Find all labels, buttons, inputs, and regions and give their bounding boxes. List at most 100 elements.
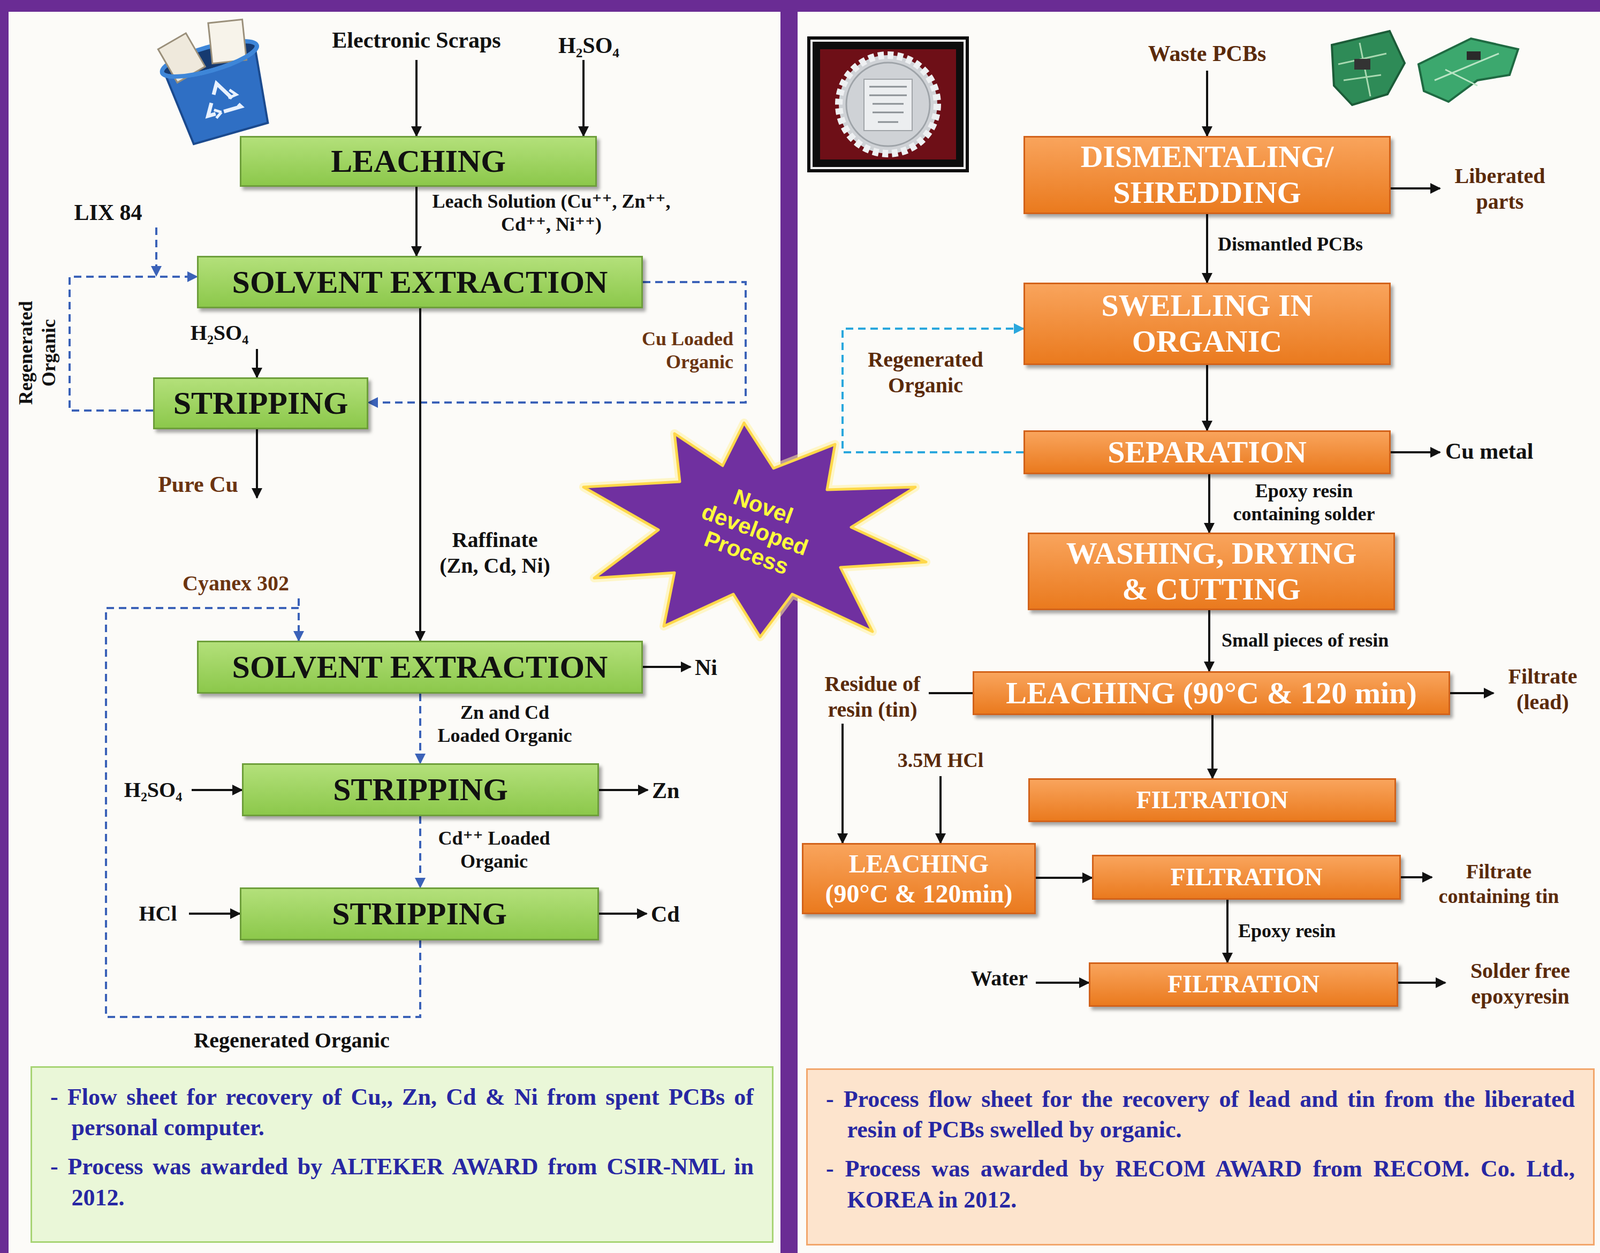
box-label: LEACHING (90°C & 120min) [821, 848, 1016, 908]
connector [1211, 715, 1214, 779]
box-label: FILTRATION [1170, 863, 1323, 892]
process-box: FILTRATION [1028, 778, 1397, 823]
starburst-shape [583, 422, 927, 638]
caption-text: - Flow sheet for recovery of Cu,, Zn, Cd… [50, 1081, 754, 1143]
leader-arrow [939, 776, 942, 844]
process-box: FILTRATION [1092, 854, 1401, 900]
box-label: FILTRATION [1136, 786, 1289, 815]
process-box: STRIPPING [239, 887, 599, 941]
leader-arrow [188, 912, 240, 915]
connector [1208, 610, 1211, 672]
process-box: WASHING, DRYING & CUTTING [1027, 532, 1395, 611]
connector [1206, 365, 1209, 431]
leader-arrow [1390, 187, 1440, 190]
left-panel [8, 11, 781, 1253]
caption-text: - Process was awarded by RECOM AWARD fro… [825, 1153, 1575, 1215]
box-label: DISMENTALING/ SHREDDING [1046, 139, 1368, 211]
box-label: SWELLING IN ORGANIC [1046, 287, 1368, 360]
connector [842, 328, 1024, 453]
process-box: DISMENTALING/ SHREDDING [1023, 135, 1391, 215]
box-label: SOLVENT EXTRACTION [232, 263, 609, 301]
pcb-scrap-photo [1331, 31, 1519, 105]
caption-box: - Process flow sheet for the recovery of… [806, 1068, 1595, 1246]
edge-label: Regenerated Organic [179, 1027, 405, 1054]
leader-arrow [598, 912, 647, 915]
starburst-glow [583, 422, 927, 638]
box-label: LEACHING [330, 142, 506, 180]
box-label: WASHING, DRYING & CUTTING [1050, 535, 1372, 608]
label: Waste PCBs [1121, 40, 1293, 67]
leader-line [297, 598, 300, 609]
process-box: STRIPPING [153, 377, 369, 430]
label: H₂SO₄ [182, 320, 257, 346]
connector [419, 308, 422, 641]
label: HCl [128, 900, 188, 927]
edge-label: Epoxy resin [1238, 919, 1378, 943]
leader-arrow [255, 349, 259, 378]
leader-arrow [1206, 70, 1209, 136]
connector [419, 693, 422, 764]
leader-arrow [191, 789, 242, 792]
process-box: SEPARATION [1023, 430, 1391, 475]
leader-arrow [1390, 451, 1440, 454]
process-box: SOLVENT EXTRACTION [196, 640, 643, 694]
label: Cu metal [1445, 437, 1574, 465]
process-box: SOLVENT EXTRACTION [196, 255, 643, 309]
box-label: STRIPPING [331, 895, 507, 933]
leader-arrow [1450, 692, 1494, 695]
starburst-callout: Novel developed Process [583, 422, 927, 638]
label: Solder free epoxyresin [1456, 958, 1585, 1010]
award-plaque-photo [807, 36, 969, 173]
recycle-bin-icon [152, 11, 279, 148]
connector [1035, 876, 1093, 879]
connector [415, 186, 418, 256]
label: Filtrate containing tin [1429, 859, 1569, 909]
edge-label: Residue of resin (tin) [816, 670, 929, 724]
leader-arrow [1398, 981, 1446, 984]
leader-arrow [1400, 876, 1432, 879]
label: Cyanex 302 [178, 570, 294, 597]
label: LIX 84 [65, 199, 151, 226]
edge-label: Regenerated Organic [855, 346, 996, 399]
leader-arrow [642, 665, 691, 669]
process-box: LEACHING [239, 135, 597, 187]
process-box: LEACHING (90°C & 120min) [801, 843, 1036, 915]
label: Cd [650, 900, 694, 928]
label: Liberated parts [1446, 163, 1554, 215]
label: 3.5M HCl [881, 748, 1000, 773]
edge-label: Cu Loaded Organic [615, 327, 734, 374]
caption-text: - Process flow sheet for the recovery of… [825, 1083, 1575, 1145]
box-label: FILTRATION [1167, 970, 1320, 999]
caption-text: - Process was awarded by ALTEKER AWARD f… [50, 1151, 754, 1213]
box-label: SOLVENT EXTRACTION [232, 648, 609, 686]
process-box: FILTRATION [1088, 962, 1399, 1007]
edge-label: Dismantled PCBs [1217, 232, 1395, 256]
label: Filtrate (lead) [1497, 663, 1589, 716]
leader-arrow [155, 227, 158, 276]
edge-label: Small pieces of resin [1221, 628, 1447, 652]
edge-label: Regenerated Organic [14, 291, 61, 415]
label: Ni [694, 654, 738, 681]
leader-arrow [415, 59, 418, 136]
box-label: SEPARATION [1107, 434, 1307, 471]
label: Water [942, 965, 1028, 992]
connector [1226, 899, 1229, 963]
edge-label: Zn and Cd Loaded Organic [432, 701, 578, 748]
label: H₂SO₄ [115, 777, 191, 803]
process-box: LEACHING (90°C & 120 min) [972, 671, 1451, 716]
leader-arrow [582, 59, 585, 136]
process-box: STRIPPING [241, 763, 599, 817]
leader-arrow [598, 789, 648, 792]
leader-arrow [255, 429, 259, 498]
label: Zn [651, 777, 695, 805]
right-panel [797, 11, 1600, 1253]
box-label: STRIPPING [173, 384, 349, 422]
edge-label: Cd⁺⁺ Loaded Organic [432, 827, 556, 874]
connector [1206, 214, 1209, 283]
box-label: LEACHING (90°C & 120 min) [1005, 675, 1417, 712]
process-box: SWELLING IN ORGANIC [1023, 282, 1391, 366]
box-label: STRIPPING [332, 771, 508, 809]
label: H₂SO₄ [546, 32, 632, 59]
edge-label: Epoxy resin containing solder [1223, 479, 1385, 526]
